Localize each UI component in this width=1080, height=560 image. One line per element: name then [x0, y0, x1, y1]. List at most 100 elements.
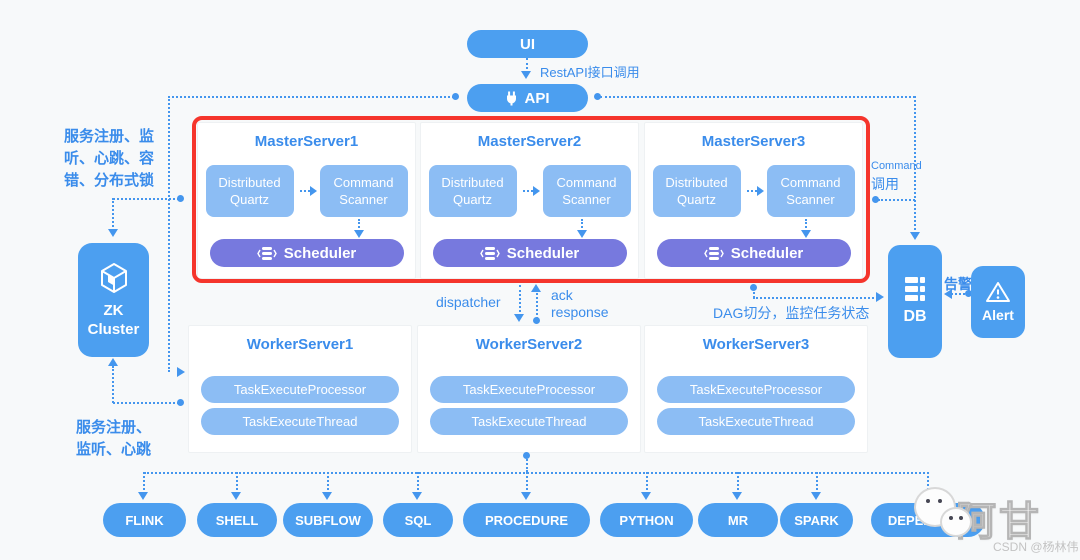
rail-drop: [737, 472, 739, 494]
wechat-bubble-icon-small: [940, 507, 972, 537]
command-line: [878, 199, 915, 201]
dag-line-v: [753, 288, 755, 298]
distributed-quartz-box: Distributed Quartz: [205, 165, 294, 217]
ui-api-connector: [526, 58, 528, 73]
dag-arrowhead: [876, 292, 884, 302]
ack-line: [536, 290, 538, 319]
worker-server-3-title: WorkerServer3: [702, 336, 810, 353]
zk-bottom-line-h: [113, 402, 179, 404]
rail-drop: [526, 472, 528, 494]
db-top-arrowhead: [910, 232, 920, 240]
api-node: API: [467, 84, 588, 112]
scheduler-label: Scheduler: [506, 244, 580, 262]
scheduler-icon: [256, 246, 277, 260]
quartz-scanner-arrow: [522, 186, 540, 196]
alert-label: Alert: [982, 307, 1014, 323]
rail-drop-arrowhead: [732, 492, 742, 500]
task-spark: SPARK: [780, 503, 853, 537]
task-execute-processor-pill: TaskExecuteProcessor: [430, 376, 628, 403]
command-cn-label: 调用: [871, 176, 899, 192]
rail-drop: [417, 472, 419, 494]
db-node: DB: [888, 245, 942, 358]
rail-drop-arrowhead: [811, 492, 821, 500]
wechat-bubble-eye: [949, 516, 953, 520]
zk-bottom-line-v: [112, 366, 114, 403]
master-server-1-panel: MasterServer1 Distributed Quartz Command…: [197, 122, 416, 279]
rail-drop-arrowhead: [521, 492, 531, 500]
command-scanner-box: Command Scanner: [319, 165, 408, 217]
dispatcher-line: [519, 285, 521, 316]
api-right-line: [600, 96, 915, 98]
scanner-scheduler-line: [358, 219, 360, 232]
ack-arrowhead: [531, 284, 541, 292]
master-1-row: Distributed Quartz Command Scanner: [198, 165, 415, 217]
task-procedure: PROCEDURE: [463, 503, 590, 537]
rail-drop: [327, 472, 329, 494]
scanner-scheduler-line: [805, 219, 807, 232]
task-shell: SHELL: [197, 503, 277, 537]
alarm-label: 告警: [944, 276, 972, 292]
rail-drop: [816, 472, 818, 494]
rail-feed-dot: [523, 452, 530, 459]
zk-bottom-arrowhead: [108, 358, 118, 366]
task-execute-thread-pill: TaskExecuteThread: [201, 408, 399, 435]
scanner-scheduler-arrowhead: [354, 230, 364, 238]
wechat-bubble-eye: [938, 499, 942, 503]
distributed-quartz-box: Distributed Quartz: [652, 165, 741, 217]
db-label: DB: [903, 308, 927, 325]
task-flink: FLINK: [103, 503, 186, 537]
wechat-bubble-eye: [926, 499, 930, 503]
alert-db-line: [951, 293, 969, 295]
dispatcher-arrowhead: [514, 314, 524, 322]
left-vertical-line: [168, 96, 170, 372]
command-scanner-box: Command Scanner: [766, 165, 855, 217]
api-left-line: [168, 96, 454, 98]
worker-server-3-panel: WorkerServer3 TaskExecuteProcessor TaskE…: [644, 325, 868, 453]
command-dot: [872, 196, 879, 203]
rail-drop-arrowhead: [138, 492, 148, 500]
zk-top-arrowhead: [108, 229, 118, 237]
scheduler-label: Scheduler: [730, 244, 804, 262]
master-server-3-title: MasterServer3: [701, 133, 806, 150]
command-scanner-box: Command Scanner: [542, 165, 631, 217]
rail-drop-arrowhead: [231, 492, 241, 500]
quartz-scanner-arrow: [299, 186, 317, 196]
api-label: API: [524, 89, 550, 107]
zk-bottom-dot: [177, 399, 184, 406]
rest-api-label: RestAPI接口调用: [540, 65, 640, 80]
scanner-scheduler-line: [581, 219, 583, 232]
task-execute-thread-pill: TaskExecuteThread: [657, 408, 855, 435]
rail-drop-arrowhead: [641, 492, 651, 500]
task-rail-line: [144, 472, 929, 474]
task-mr: MR: [698, 503, 778, 537]
master-3-row: Distributed Quartz Command Scanner: [645, 165, 862, 217]
ack-response-label: ack response: [551, 287, 609, 320]
zk-top-dot: [177, 195, 184, 202]
worker-server-2-title: WorkerServer2: [475, 336, 583, 353]
task-sql: SQL: [383, 503, 453, 537]
task-execute-processor-pill: TaskExecuteProcessor: [657, 376, 855, 403]
ui-label: UI: [520, 35, 535, 53]
watermark-credit: CSDN @杨林伟: [993, 540, 1079, 554]
zk-cluster-node: ZK Cluster: [78, 243, 149, 357]
zk-master-note: 服务注册、监 听、心跳、容 错、分布式锁: [64, 128, 155, 189]
ui-api-arrowhead: [521, 71, 531, 79]
right-vertical-line: [914, 96, 916, 234]
api-right-dot: [594, 93, 601, 100]
scanner-scheduler-arrowhead: [577, 230, 587, 238]
master-server-2-title: MasterServer2: [477, 133, 582, 150]
zk-cluster-label: ZK Cluster: [87, 302, 140, 338]
task-execute-processor-pill: TaskExecuteProcessor: [201, 376, 399, 403]
master-2-row: Distributed Quartz Command Scanner: [421, 165, 638, 217]
quartz-scanner-arrow: [746, 186, 764, 196]
rail-drop-arrowhead: [412, 492, 422, 500]
alert-node: Alert: [971, 266, 1025, 338]
scanner-scheduler-arrowhead: [801, 230, 811, 238]
scheduler-icon: [703, 246, 724, 260]
api-left-dot: [452, 93, 459, 100]
dispatcher-label: dispatcher: [436, 294, 501, 310]
rail-drop: [236, 472, 238, 494]
usb-plug-icon: [507, 91, 517, 105]
task-execute-thread-pill: TaskExecuteThread: [430, 408, 628, 435]
